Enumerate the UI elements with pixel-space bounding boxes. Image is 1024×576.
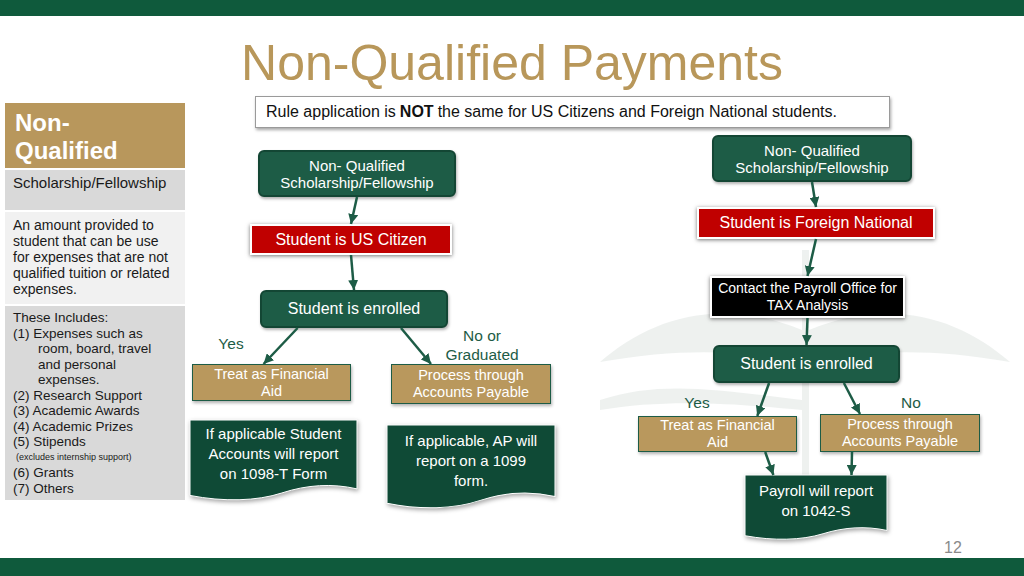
- edge-label: Yes: [206, 334, 256, 353]
- condition-box: Student is Foreign National: [697, 207, 935, 239]
- node-text: Rule application is: [266, 103, 396, 120]
- flow-arrow: [757, 383, 769, 416]
- start-box: Non- Qualified Scholarship/Fellowship: [712, 135, 912, 182]
- action-box: Process through Accounts Payable: [820, 414, 980, 452]
- flow-arrow: [812, 182, 816, 207]
- bottom-band: [0, 558, 1024, 576]
- node-text: Process through Accounts Payable: [831, 416, 969, 450]
- node-text: Payroll will report on 1042-S: [755, 481, 877, 521]
- term-cell: Scholarship/Fellowship: [5, 170, 185, 210]
- action-box: Treat as Financial Aid: [192, 364, 351, 401]
- node-text: Student is enrolled: [288, 300, 421, 318]
- flow-arrow: [351, 255, 354, 290]
- flow-arrow: [264, 328, 298, 364]
- rule-note: Rule application isNOTthe same for US Ci…: [255, 96, 890, 128]
- header-cell: Non- Qualified: [5, 103, 185, 168]
- node-text: These Includes:: [13, 310, 177, 326]
- instruction-box: Contact the Payroll Office for TAX Analy…: [710, 276, 905, 318]
- document-fill: [190, 420, 357, 500]
- document-fill: [387, 425, 555, 508]
- action-box: Process through Accounts Payable: [391, 364, 551, 404]
- definition-cell: An amount provided to student that can b…: [5, 212, 185, 304]
- node-text: the same for US Citizens and Foreign Nat…: [438, 103, 837, 120]
- flow-arrow: [351, 197, 357, 224]
- node-text: Student is enrolled: [740, 355, 873, 373]
- start-box: Non- Qualified Scholarship/Fellowship: [258, 150, 456, 197]
- document-fill: [745, 475, 887, 539]
- node-text: (1) Expenses such as room, board, travel…: [13, 326, 177, 388]
- decision-box: Student is enrolled: [260, 290, 448, 328]
- node-text: Non- Qualified Scholarship/Fellowship: [260, 157, 454, 191]
- node-text: If applicable Student Accounts will repo…: [200, 424, 347, 484]
- flow-arrow: [807, 318, 808, 345]
- node-text: Non- Qualified: [15, 109, 167, 165]
- node-text: An amount provided to student that can b…: [13, 217, 177, 297]
- node-text: Treat as Financial Aid: [649, 417, 786, 451]
- node-text: (excludes internship support): [16, 450, 177, 466]
- top-band: [0, 0, 1024, 16]
- list-cell: These Includes:(1) Expenses such as room…: [5, 306, 185, 500]
- flow-arrow: [850, 452, 853, 475]
- node-text: (4) Academic Prizes: [13, 419, 177, 435]
- node-text: Student is US Citizen: [275, 231, 426, 249]
- node-text: NOT: [400, 103, 434, 120]
- slide-title: Non-Qualified Payments: [0, 33, 1024, 93]
- decision-box: Student is enrolled: [713, 345, 900, 383]
- node-text: Contact the Payroll Office for TAX Analy…: [718, 280, 897, 314]
- flow-arrow: [765, 452, 773, 475]
- node-text: Student is Foreign National: [720, 214, 913, 232]
- flow-arrow: [808, 239, 817, 276]
- node-text: (3) Academic Awards: [13, 403, 177, 419]
- flow-arrow: [844, 383, 860, 414]
- edge-label: No or Graduated: [438, 326, 526, 364]
- node-text: (2) Research Support: [13, 388, 177, 404]
- edge-label: Yes: [672, 393, 722, 412]
- document-shape: If applicable Student Accounts will repo…: [190, 420, 357, 502]
- document-shape: Payroll will report on 1042-S: [745, 475, 887, 541]
- node-text: Non- Qualified Scholarship/Fellowship: [714, 142, 910, 176]
- flow-arrow: [401, 328, 431, 364]
- node-text: Process through Accounts Payable: [402, 367, 540, 401]
- node-text: (6) Grants: [13, 465, 177, 481]
- node-text: Scholarship/Fellowship: [13, 174, 177, 192]
- node-text: (7) Others: [13, 481, 177, 497]
- action-box: Treat as Financial Aid: [638, 416, 797, 452]
- document-shape: If applicable, AP will report on a 1099 …: [387, 425, 555, 510]
- condition-box: Student is US Citizen: [250, 224, 452, 255]
- node-text: If applicable, AP will report on a 1099 …: [397, 431, 545, 491]
- page-number: 12: [944, 538, 962, 558]
- node-text: (5) Stipends: [13, 434, 177, 450]
- node-text: Treat as Financial Aid: [203, 366, 340, 400]
- edge-label: No: [886, 393, 936, 412]
